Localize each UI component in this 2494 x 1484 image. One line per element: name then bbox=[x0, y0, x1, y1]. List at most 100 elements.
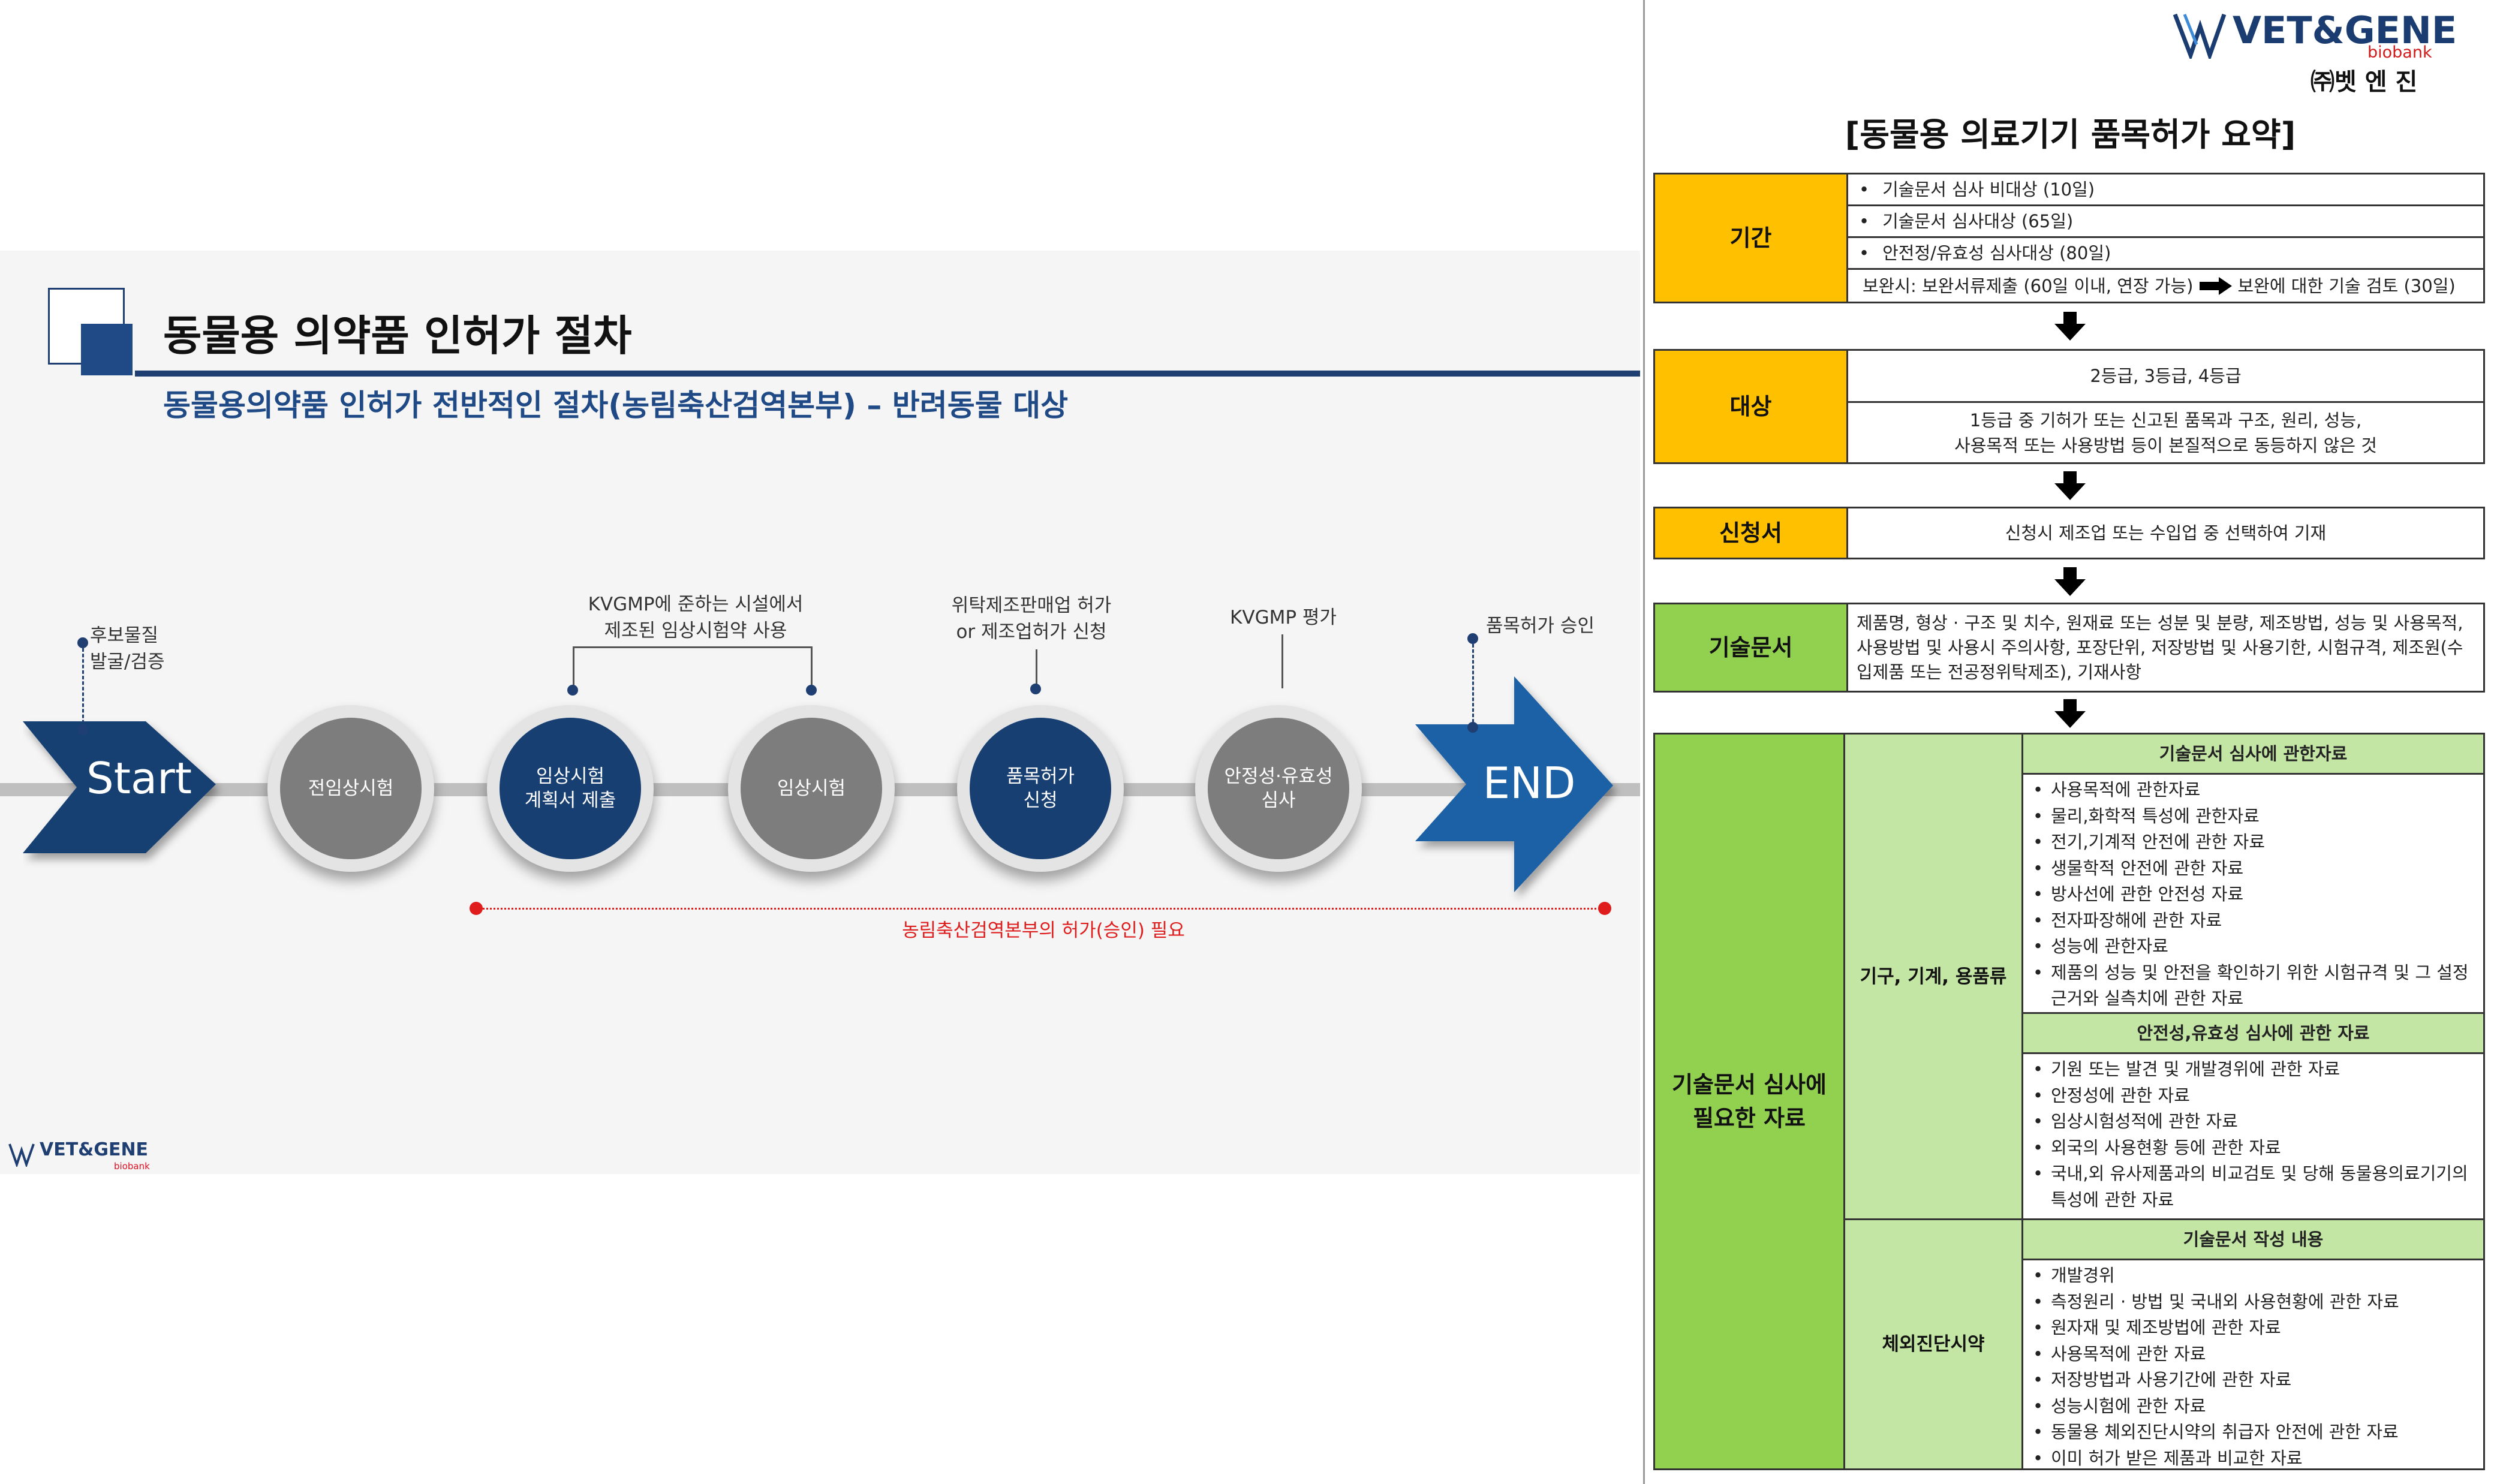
step-clinical-trial: 임상시험 bbox=[728, 705, 895, 872]
application-label: 신청서 bbox=[1653, 507, 1848, 559]
step-clinical-plan: 임상시험 계획서 제출 bbox=[487, 705, 654, 872]
process-slide: 동물용 의약품 인허가 절차 동물용의약품 인허가 전반적인 절차(농림축산검역… bbox=[0, 251, 1640, 1174]
list-item: 동물용 체외진단시약의 취급자 안전에 관한 자료 bbox=[2023, 1419, 2483, 1446]
approval-line-start-dot bbox=[470, 902, 483, 915]
step-label: 전임상시험 bbox=[280, 718, 422, 859]
approval-dot-end bbox=[1467, 722, 1478, 733]
down-arrow-icon bbox=[2054, 579, 2086, 596]
slide-title: 동물용 의약품 인허가 절차 bbox=[163, 311, 632, 360]
period-supplement: 보완시: 보완서류제출 (60일 이내, 연장 가능) 보완에 대한 기술 검토… bbox=[1846, 268, 2485, 303]
list-item: 원자재 및 제조방법에 관한 자료 bbox=[2023, 1315, 2483, 1341]
vet-gene-logo-icon bbox=[2173, 13, 2227, 59]
section-header-tech-review: 기술문서 심사에 관한자료 bbox=[2021, 733, 2485, 775]
list-item: 성능에 관한자료 bbox=[2023, 934, 2483, 960]
supplement-submit: 보완시: 보완서류제출 (60일 이내, 연장 가능) bbox=[1863, 275, 2194, 296]
down-arrow-icon bbox=[2054, 711, 2086, 728]
down-arrow-stem bbox=[2063, 471, 2077, 484]
period-label: 기간 bbox=[1653, 173, 1848, 303]
approval-dot bbox=[1467, 633, 1478, 644]
bracket-right bbox=[811, 646, 813, 690]
list-item: 생물학적 안전에 관한 자료 bbox=[2023, 856, 2483, 882]
period-row: 기술문서 심사 비대상 (10일) bbox=[1846, 173, 2485, 206]
kvgmp-facility-note: KVGMP에 준하는 시설에서 제조된 임상시험약 사용 bbox=[588, 594, 804, 642]
candidate-connector bbox=[82, 648, 84, 729]
target-equivalence: 1등급 중 기허가 또는 신고된 품목과 구조, 원리, 성능, 사용목적 또는… bbox=[1846, 401, 2485, 464]
list-item: 이미 허가 받은 제품과 비교한 자료 bbox=[2023, 1446, 2483, 1472]
list-item: 외국의 사용현황 등에 관한 자료 bbox=[2023, 1135, 2483, 1161]
end-arrow-icon bbox=[1415, 676, 1613, 892]
list-item: 사용목적에 관한 자료 bbox=[2023, 1341, 2483, 1368]
section-tech-doc-content-list: 개발경위측정원리 · 방법 및 국내외 사용현황에 관한 자료원자재 및 제조방… bbox=[2021, 1259, 2485, 1472]
step-preclinical: 전임상시험 bbox=[267, 705, 434, 872]
list-item: 사용목적에 관한자료 bbox=[2023, 777, 2483, 803]
list-item: 임상시험성적에 관한 자료 bbox=[2023, 1109, 2483, 1135]
down-arrow-stem bbox=[2063, 699, 2077, 712]
bracket-dot-left bbox=[567, 685, 578, 696]
target-label: 대상 bbox=[1653, 349, 1848, 464]
section-tech-review-list: 사용목적에 관한자료물리,화학적 특성에 관한자료전기,기계적 안전에 관한 자… bbox=[2021, 773, 2485, 1014]
down-arrow-stem bbox=[2063, 567, 2077, 580]
kvgmp-eval-note: KVGMP 평가 bbox=[1230, 607, 1337, 628]
license-dot bbox=[1030, 684, 1041, 694]
list-item: 성능시험에 관한 자료 bbox=[2023, 1393, 2483, 1420]
down-arrow-icon bbox=[2054, 324, 2086, 341]
required-docs-label: 기술문서 심사에 필요한 자료 bbox=[1653, 733, 1845, 1470]
candidate-dot-end bbox=[77, 724, 88, 735]
list-item: 전기,기계적 안전에 관한 자료 bbox=[2023, 829, 2483, 856]
application-text: 신청시 제조업 또는 수입업 중 선택하여 기재 bbox=[1846, 507, 2485, 559]
step-license-application: 품목허가 신청 bbox=[957, 705, 1124, 872]
start-arrow-icon bbox=[23, 721, 216, 853]
step-label: 임상시험 계획서 제출 bbox=[500, 718, 641, 859]
start-label: Start bbox=[86, 753, 192, 803]
license-connector bbox=[1036, 649, 1037, 687]
step-label: 안정성·유효성 심사 bbox=[1208, 718, 1349, 859]
approval-connector bbox=[1472, 644, 1474, 728]
candidate-note: 후보물질 발굴/검증 bbox=[90, 625, 165, 673]
end-label: END bbox=[1482, 758, 1576, 808]
doc-brand: VET&GENE bbox=[2233, 8, 2457, 52]
doc-brand-sub: biobank bbox=[2367, 43, 2432, 62]
approval-note: 품목허가 승인 bbox=[1486, 615, 1595, 637]
bracket-top bbox=[573, 646, 813, 648]
summary-document: VET&GENE biobank ㈜벳 엔 진 [동물용 의료기기 품목허가 요… bbox=[1643, 0, 2494, 1484]
devices-label: 기구, 기계, 용품류 bbox=[1843, 733, 2023, 1220]
doc-brand-kr: ㈜벳 엔 진 bbox=[2311, 68, 2418, 96]
slide-subtitle: 동물용의약품 인허가 전반적인 절차(농림축산검역본부) – 반려동물 대상 bbox=[163, 388, 1069, 423]
section-safety-review-list: 기원 또는 발견 및 개발경위에 관한 자료안정성에 관한 자료임상시험성적에 … bbox=[2021, 1052, 2485, 1220]
bracket-left bbox=[573, 646, 574, 690]
list-item: 제품의 성능 및 안전을 확인하기 위한 시험규격 및 그 설정 근거와 실측치… bbox=[2023, 960, 2483, 1012]
list-item: 국내,외 유사제품과의 비교검토 및 당해 동물용의료기기의 특성에 관한 자료 bbox=[2023, 1161, 2483, 1213]
title-rule bbox=[135, 371, 1640, 377]
candidate-dot bbox=[77, 637, 88, 648]
slide-logo-text: VET&GENE bbox=[40, 1139, 149, 1160]
ivd-label: 체외진단시약 bbox=[1843, 1218, 2023, 1470]
slide-logo-sub: biobank bbox=[114, 1161, 150, 1172]
supplement-review: 보완에 대한 기술 검토 (30일) bbox=[2237, 275, 2456, 296]
step-label: 품목허가 신청 bbox=[970, 718, 1111, 859]
list-item: 측정원리 · 방법 및 국내외 사용현황에 관한 자료 bbox=[2023, 1289, 2483, 1316]
period-row: 기술문서 심사대상 (65일) bbox=[1846, 204, 2485, 238]
bracket-dot-right bbox=[806, 685, 817, 696]
list-item: 저장방법과 사용기간에 관한 자료 bbox=[2023, 1367, 2483, 1393]
tech-doc-label: 기술문서 bbox=[1653, 603, 1848, 693]
list-item: 안정성에 관한 자료 bbox=[2023, 1083, 2483, 1109]
step-label: 임상시험 bbox=[741, 718, 882, 859]
title-decoration-fill bbox=[81, 324, 133, 375]
kvgmp-eval-connector bbox=[1281, 634, 1283, 688]
section-header-safety-review: 안전성,유효성 심사에 관한 자료 bbox=[2021, 1012, 2485, 1054]
down-arrow-stem bbox=[2063, 312, 2077, 325]
list-item: 기원 또는 발견 및 개발경위에 관한 자료 bbox=[2023, 1056, 2483, 1083]
doc-title: [동물용 의료기기 품목허가 요약] bbox=[1845, 116, 2296, 153]
list-item: 전자파장해에 관한 자료 bbox=[2023, 908, 2483, 934]
license-note: 위탁제조판매업 허가 or 제조업허가 신청 bbox=[951, 595, 1112, 643]
target-grades: 2등급, 3등급, 4등급 bbox=[1846, 349, 2485, 403]
list-item: 물리,화학적 특성에 관한자료 bbox=[2023, 803, 2483, 830]
approval-required-note: 농림축산검역본부의 허가(승인) 필요 bbox=[902, 920, 1185, 941]
list-item: 개발경위 bbox=[2023, 1263, 2483, 1289]
period-row: 안전정/유효성 심사대상 (80일) bbox=[1846, 236, 2485, 270]
approval-line-end-dot bbox=[1598, 902, 1611, 915]
tech-doc-text: 제품명, 형상 · 구조 및 치수, 원재료 또는 성분 및 분량, 제조방법,… bbox=[1846, 603, 2485, 693]
right-arrow-icon bbox=[2199, 276, 2232, 295]
section-header-tech-doc-content: 기술문서 작성 내용 bbox=[2021, 1218, 2485, 1260]
approval-required-line bbox=[475, 908, 1605, 910]
